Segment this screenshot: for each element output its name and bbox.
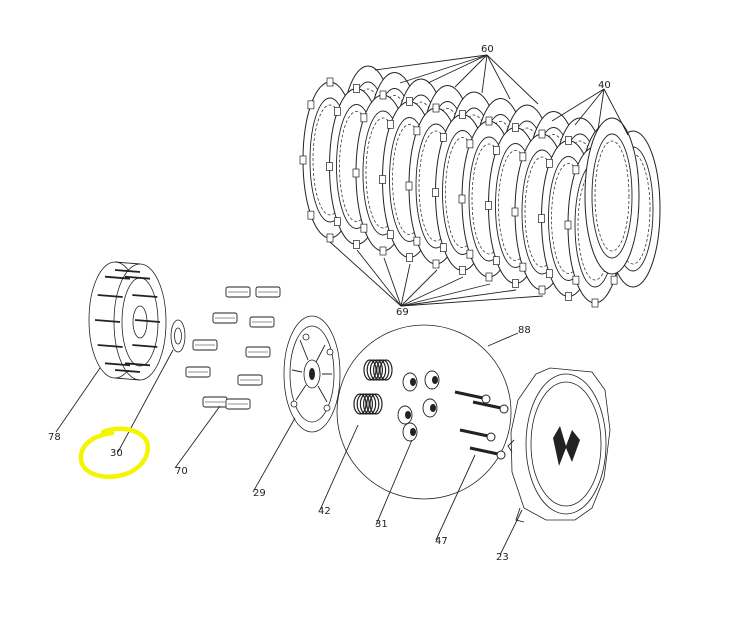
steel-plate bbox=[584, 117, 640, 275]
spring-kit bbox=[336, 324, 512, 500]
plate-stack bbox=[299, 65, 661, 308]
label-70: 70 bbox=[175, 466, 188, 477]
spring-cup bbox=[402, 422, 418, 442]
bolt bbox=[472, 400, 509, 414]
basket-slot bbox=[124, 275, 151, 280]
spring-cups bbox=[397, 370, 440, 442]
label-78: 78 bbox=[48, 432, 61, 443]
coil-spring bbox=[363, 359, 393, 381]
spring-cup bbox=[402, 372, 418, 392]
bolt bbox=[459, 428, 496, 442]
basket-slot bbox=[124, 362, 151, 367]
pressure-plate bbox=[283, 315, 341, 433]
basket-slot bbox=[134, 319, 161, 323]
spring-cup bbox=[424, 370, 440, 390]
clutch-basket bbox=[88, 261, 167, 381]
basket-slot bbox=[114, 369, 141, 373]
label-23: 23 bbox=[496, 552, 509, 563]
basket-slot bbox=[94, 319, 121, 323]
basket-slot bbox=[132, 294, 158, 298]
basket-slot bbox=[97, 294, 123, 298]
leaders-plates bbox=[329, 54, 629, 307]
spring-cup bbox=[397, 405, 413, 425]
label-88: 88 bbox=[518, 325, 531, 336]
bolt bbox=[454, 390, 491, 404]
basket-slot bbox=[132, 344, 158, 348]
label-40: 40 bbox=[598, 80, 611, 91]
label-31: 31 bbox=[375, 519, 388, 530]
coil-spring bbox=[353, 393, 383, 415]
clutch-springs bbox=[353, 359, 393, 415]
thrust-washer bbox=[170, 319, 186, 353]
basket-slot bbox=[104, 362, 131, 367]
basket-slot bbox=[114, 269, 141, 273]
damper-rubbers bbox=[185, 286, 281, 410]
spring-bolts bbox=[454, 390, 509, 460]
label-47: 47 bbox=[435, 536, 448, 547]
highlight-circle bbox=[78, 426, 151, 479]
label-42: 42 bbox=[318, 506, 331, 517]
basket-slot bbox=[97, 344, 123, 348]
bolt bbox=[469, 446, 506, 460]
label-69: 69 bbox=[396, 307, 409, 318]
clutch-cover bbox=[507, 367, 611, 523]
label-29: 29 bbox=[253, 488, 266, 499]
label-30: 30 bbox=[110, 448, 123, 459]
spring-cup bbox=[422, 398, 438, 418]
leaders-parts bbox=[55, 332, 523, 556]
label-60: 60 bbox=[481, 44, 494, 55]
basket-slot bbox=[104, 275, 131, 280]
